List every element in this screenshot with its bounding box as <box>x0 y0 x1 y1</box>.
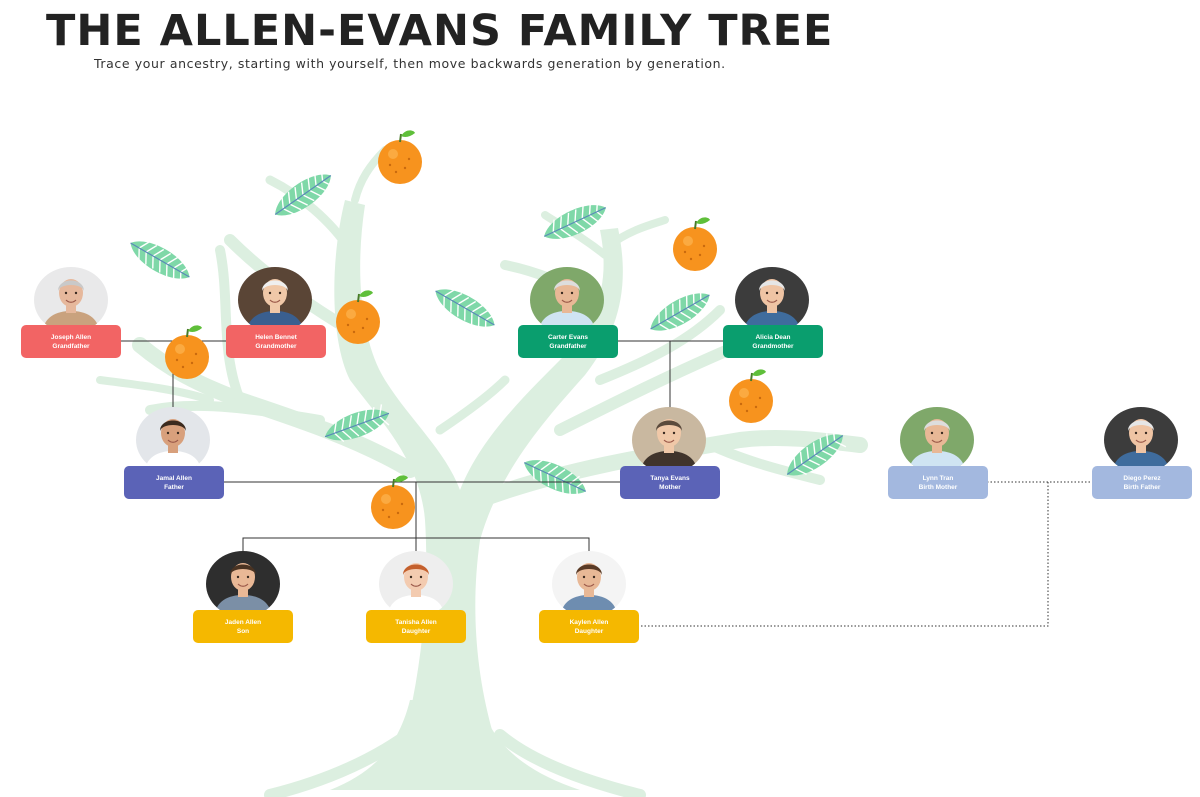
orange-fruit-icon <box>371 475 415 529</box>
member-role: Grandmother <box>752 342 794 350</box>
portrait-tanisha <box>379 551 453 617</box>
portrait-helen <box>238 267 312 333</box>
member-name: Joseph Allen <box>50 333 92 341</box>
portrait-diego <box>1104 407 1178 473</box>
leaf-icon <box>274 168 335 216</box>
member-name: Helen Bennet <box>255 333 297 341</box>
leaf-icon <box>130 240 192 285</box>
member-name: Jamal Allen <box>156 474 192 482</box>
leaf-icon <box>650 287 712 332</box>
leaf-icon <box>324 404 390 443</box>
member-role: Birth Father <box>1123 483 1161 491</box>
member-role: Grandmother <box>255 342 297 350</box>
member-name: Kaylen Allen <box>569 618 609 626</box>
member-role: Son <box>236 627 250 635</box>
member-name: Alicia Dean <box>755 333 791 341</box>
member-role: Birth Mother <box>918 483 958 491</box>
page-title: THE ALLEN-EVANS FAMILY TREE <box>46 6 834 56</box>
member-name: Jaden Allen <box>224 618 262 626</box>
page-subtitle: Trace your ancestry, starting with yours… <box>94 56 726 71</box>
member-role: Mother <box>659 483 681 491</box>
member-name: Tanya Evans <box>650 474 690 482</box>
portrait-carter <box>530 267 604 333</box>
portrait-joseph <box>34 267 108 333</box>
orange-decorations <box>165 130 773 529</box>
orange-fruit-icon <box>378 130 422 184</box>
orange-fruit-icon <box>729 369 773 423</box>
portrait-tanya <box>632 407 706 473</box>
portrait-kaylen <box>552 551 626 617</box>
orange-fruit-icon <box>336 290 380 344</box>
orange-fruit-icon <box>673 217 717 271</box>
member-role: Grandfather <box>52 342 90 350</box>
member-role: Daughter <box>574 627 604 635</box>
leaf-icon <box>523 458 588 500</box>
member-name: Diego Perez <box>1123 474 1161 482</box>
member-name: Tanisha Allen <box>395 618 437 626</box>
member-role: Father <box>164 483 184 491</box>
member-name: Carter Evans <box>547 333 589 341</box>
leaf-icon <box>786 428 847 476</box>
connector-children <box>242 537 590 560</box>
leaf-icon <box>543 199 608 241</box>
member-role: Daughter <box>401 627 431 635</box>
portrait-jaden <box>206 551 280 617</box>
orange-fruit-icon <box>165 325 209 379</box>
portrait-lynn <box>900 407 974 473</box>
leaf-decorations <box>130 168 847 500</box>
portrait-alicia <box>735 267 809 333</box>
member-name: Lynn Tran <box>922 474 954 482</box>
leaf-icon <box>435 288 497 333</box>
connector-adoption <box>638 482 1049 627</box>
member-role: Grandfather <box>549 342 587 350</box>
portrait-jamal <box>136 407 210 473</box>
